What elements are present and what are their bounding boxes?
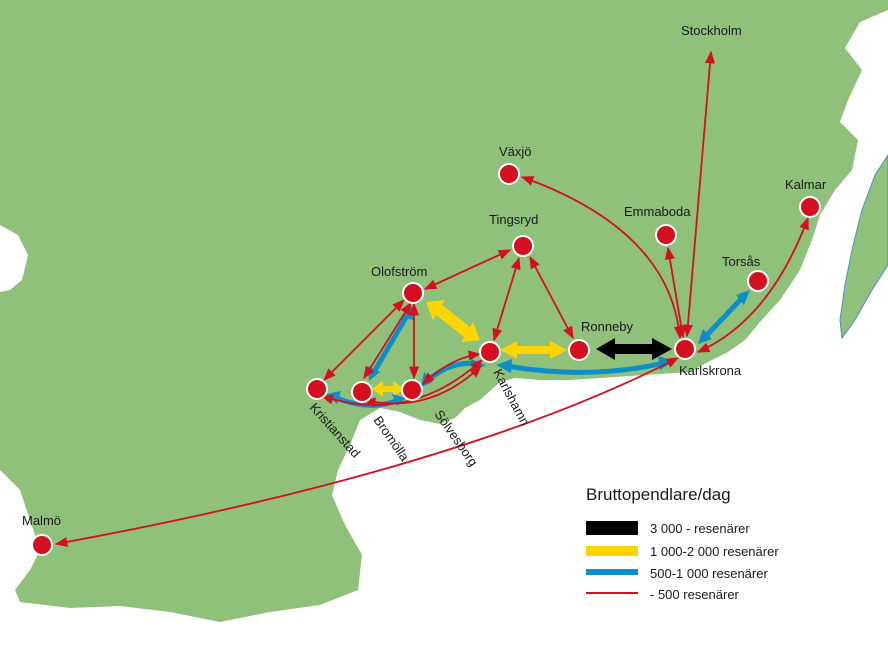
- city-marker-kalmar[interactable]: [799, 196, 821, 218]
- legend-label-1000-2000: 1 000-2 000 resenärer: [650, 544, 779, 559]
- city-marker-vaxjo[interactable]: [498, 163, 520, 185]
- city-marker-tingsryd[interactable]: [512, 235, 534, 257]
- label-vaxjo: Växjö: [499, 144, 532, 159]
- city-marker-emmaboda[interactable]: [655, 224, 677, 246]
- label-kalmar: Kalmar: [785, 177, 827, 192]
- link-karlskrona-malmo: [54, 357, 680, 547]
- link-ronneby-karlskrona-3000: [596, 338, 672, 360]
- link-olofstrom-tingsryd: [423, 249, 512, 290]
- link-karlskrona-emmaboda: [664, 246, 687, 339]
- city-marker-kristianstad[interactable]: [306, 378, 328, 400]
- city-marker-olofstrom[interactable]: [402, 282, 424, 304]
- city-marker-ronneby[interactable]: [568, 339, 590, 361]
- legend-label-under-500: - 500 resenärer: [650, 587, 740, 602]
- legend-swatch-blue: [586, 569, 638, 575]
- city-marker-torsas[interactable]: [747, 270, 769, 292]
- link-olofstrom-karlshamn-yellow: [426, 300, 480, 342]
- label-tingsryd: Tingsryd: [489, 212, 538, 227]
- legend-label-3000: 3 000 - resenärer: [650, 521, 750, 536]
- label-torsas: Torsås: [722, 254, 761, 269]
- city-marker-karlshamn[interactable]: [479, 341, 501, 363]
- legend-swatch-black: [586, 521, 638, 535]
- city-marker-bromolla[interactable]: [351, 381, 373, 403]
- link-tingsryd-karlshamn: [492, 256, 521, 342]
- city-marker-karlskrona[interactable]: [674, 338, 696, 360]
- legend-swatch-red: [586, 592, 638, 594]
- label-malmo: Malmö: [22, 513, 61, 528]
- legend-title: Bruttopendlare/dag: [586, 485, 731, 504]
- link-tingsryd-ronneby: [529, 255, 574, 340]
- legend: Bruttopendlare/dag 3 000 - resenärer 1 0…: [586, 485, 779, 602]
- city-marker-solvesborg[interactable]: [401, 379, 423, 401]
- link-solvesborg-karlshamn-red: [422, 350, 482, 385]
- label-stockholm: Stockholm: [681, 23, 742, 38]
- label-bromolla: Bromölla: [371, 413, 413, 464]
- label-olofstrom: Olofström: [371, 264, 427, 279]
- link-karlshamn-ronneby-yellow: [500, 341, 567, 359]
- label-emmaboda: Emmaboda: [624, 204, 691, 219]
- link-karlskrona-kalmar: [696, 216, 809, 353]
- label-ronneby: Ronneby: [581, 319, 634, 334]
- cities: [31, 163, 821, 556]
- label-karlskrona: Karlskrona: [679, 363, 742, 378]
- oland-island: [839, 154, 888, 340]
- connections: [54, 50, 809, 547]
- legend-swatch-yellow: [586, 546, 638, 556]
- mainland-cutout-bay: [0, 225, 28, 292]
- city-marker-malmo[interactable]: [31, 534, 53, 556]
- link-karlskrona-stockholm: [682, 50, 716, 338]
- legend-label-500-1000: 500-1 000 resenärer: [650, 566, 768, 581]
